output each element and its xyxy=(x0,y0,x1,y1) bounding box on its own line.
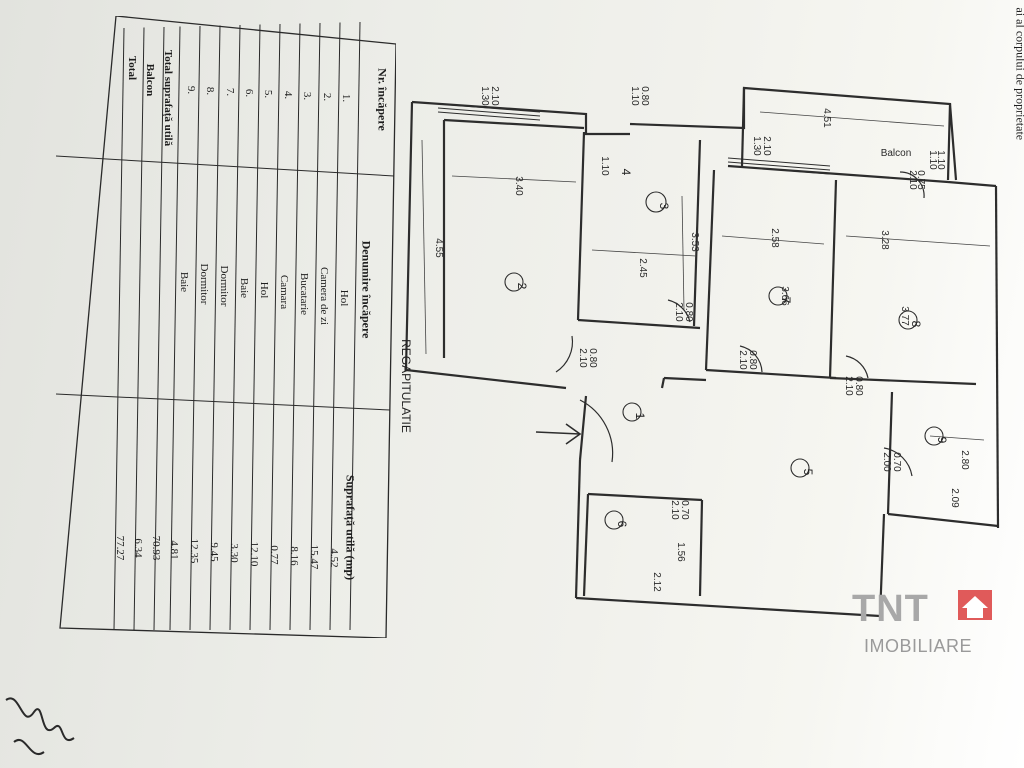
house-icon xyxy=(958,590,992,620)
dimension-label: 1.10 xyxy=(927,150,938,170)
dimension-label: 4.55 xyxy=(433,238,444,258)
dimension-label: 1.10 xyxy=(629,86,640,106)
dimension-label: 1.10 xyxy=(599,156,610,176)
dimension-label: 4.51 xyxy=(821,108,832,128)
dimension-label: 2.00 xyxy=(881,452,892,472)
dimension-label: 0.80 xyxy=(853,376,864,396)
table-grid-line xyxy=(269,23,281,631)
dimension-label: 1.56 xyxy=(675,542,686,562)
dimension-label: 1.10 xyxy=(935,150,946,170)
table-grid-line xyxy=(209,25,221,631)
dimension-label: 0.80 xyxy=(587,348,598,368)
dimension-label: 3.40 xyxy=(513,176,524,196)
dimension-label: 0.70 xyxy=(891,452,902,472)
room-number: 3 xyxy=(657,203,671,210)
balcon-label: Balcon xyxy=(881,148,912,159)
table-grid-line xyxy=(309,22,321,631)
dimension-label: 3.53 xyxy=(689,232,700,252)
dimension-label: 2.10 xyxy=(737,350,748,370)
dimension-label: 2.58 xyxy=(769,228,780,248)
table-grid-line xyxy=(349,21,361,631)
table-grid-line xyxy=(189,25,201,631)
table-grid-line xyxy=(329,22,341,631)
room-number: 5 xyxy=(801,469,815,476)
rooms-table xyxy=(56,16,396,638)
dimension-label: 3.77 xyxy=(899,306,910,326)
logo-subtitle: IMOBILIARE xyxy=(864,636,973,656)
dimension-label: 2.10 xyxy=(907,170,918,190)
dimension-label: 3.66 xyxy=(779,286,790,306)
dimension-label: 0.75 xyxy=(915,170,926,190)
dimension-label: 2.10 xyxy=(673,302,684,322)
table-grid-line xyxy=(169,26,181,631)
recap-label: REGAPITULATIE xyxy=(399,339,413,433)
room-number: 2 xyxy=(515,283,529,290)
room-number: 7 xyxy=(779,297,793,304)
table-grid-line xyxy=(153,26,165,631)
table-grid-line xyxy=(56,393,391,411)
room-circles xyxy=(504,191,944,530)
room-number: 1 xyxy=(633,413,647,420)
table-grid-line xyxy=(229,24,241,631)
room-number: 4 xyxy=(619,169,633,176)
table-grid xyxy=(56,16,396,638)
dimension-label: 0.80 xyxy=(683,302,694,322)
dimension-lines xyxy=(421,111,991,441)
entry-arrow-icon xyxy=(535,423,582,445)
dimension-label: 1.30 xyxy=(479,86,490,106)
logo-brand: TNT xyxy=(852,588,929,630)
room-number: 8 xyxy=(909,321,923,328)
tnt-logo: TNT IMOBILIARE xyxy=(852,588,994,660)
dimension-label: 2.10 xyxy=(489,86,500,106)
dimension-label: 0.80 xyxy=(747,350,758,370)
plan-labels: 1 2 3 4 5 6 7 8 9 3.40 4.55 2.45 3.53 2.58 3.66 3.28 3.7… xyxy=(399,86,970,592)
table-grid-line xyxy=(249,24,261,631)
table-grid-line xyxy=(113,27,125,631)
dimension-label: 2.45 xyxy=(637,258,648,278)
dimension-label: 2.80 xyxy=(959,450,970,470)
room-number: 9 xyxy=(935,437,949,444)
table-grid-line xyxy=(133,27,145,631)
dimension-label: 2.10 xyxy=(761,136,772,156)
dimension-label: 0.70 xyxy=(679,500,690,520)
dimension-label: 2.12 xyxy=(651,572,662,592)
table-grid-line xyxy=(56,155,395,177)
dimension-label: 2.10 xyxy=(843,376,854,396)
windows xyxy=(437,103,831,175)
dimension-label: 2.09 xyxy=(949,488,960,508)
dimension-label: 2.10 xyxy=(669,500,680,520)
table-grid-line xyxy=(289,23,301,631)
room-number: 6 xyxy=(615,521,629,528)
door-swings xyxy=(555,171,925,477)
dimension-label: 2.10 xyxy=(577,348,588,368)
dimension-label: 0.80 xyxy=(639,86,650,106)
dimension-label: 1.30 xyxy=(751,136,762,156)
dimension-label: 3.28 xyxy=(879,230,890,250)
walls xyxy=(404,86,1000,618)
